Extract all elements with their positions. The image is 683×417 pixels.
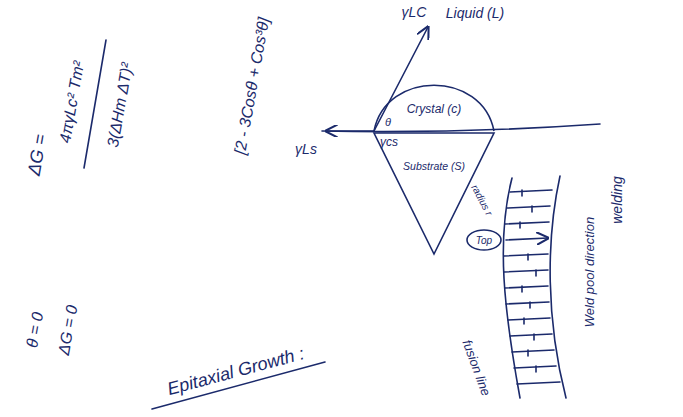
fraction-bar xyxy=(84,40,106,168)
node-label: Crystal (c) xyxy=(372,102,496,116)
weld-pool-boundary xyxy=(550,176,566,398)
direction-label: welding xyxy=(610,176,625,223)
columnar-grains xyxy=(504,190,560,384)
top-marker xyxy=(467,230,501,250)
formula-bracket: [2 - 3Cosθ + Cos³θ] xyxy=(231,16,272,156)
formula-denominator: 3(ΔHm ΔT)² xyxy=(104,61,136,148)
tension-label: γcs xyxy=(380,136,398,149)
tension-label: γLs xyxy=(295,142,317,157)
phase-label: Liquid (L) xyxy=(446,6,504,21)
marker-label: Top xyxy=(476,235,492,246)
result-note: ΔG = 0 xyxy=(55,304,81,357)
section-heading: Epitaxial Growth : xyxy=(165,344,306,400)
tension-label: γLC xyxy=(402,5,427,20)
tension-arrow xyxy=(326,130,374,132)
formula-term: ΔG = xyxy=(25,133,52,177)
dimension-label: radius r xyxy=(469,183,494,218)
fusion-line-label: fusion line xyxy=(459,338,492,398)
substrate-surface xyxy=(322,124,600,132)
angle-label: θ xyxy=(385,116,391,128)
node-label: Substrate (S) xyxy=(372,160,496,172)
formula-numerator: 4πγLc² Tm² xyxy=(56,60,88,145)
direction-label: Weld pool direction xyxy=(583,217,597,327)
condition-note: θ = 0 xyxy=(23,311,47,349)
